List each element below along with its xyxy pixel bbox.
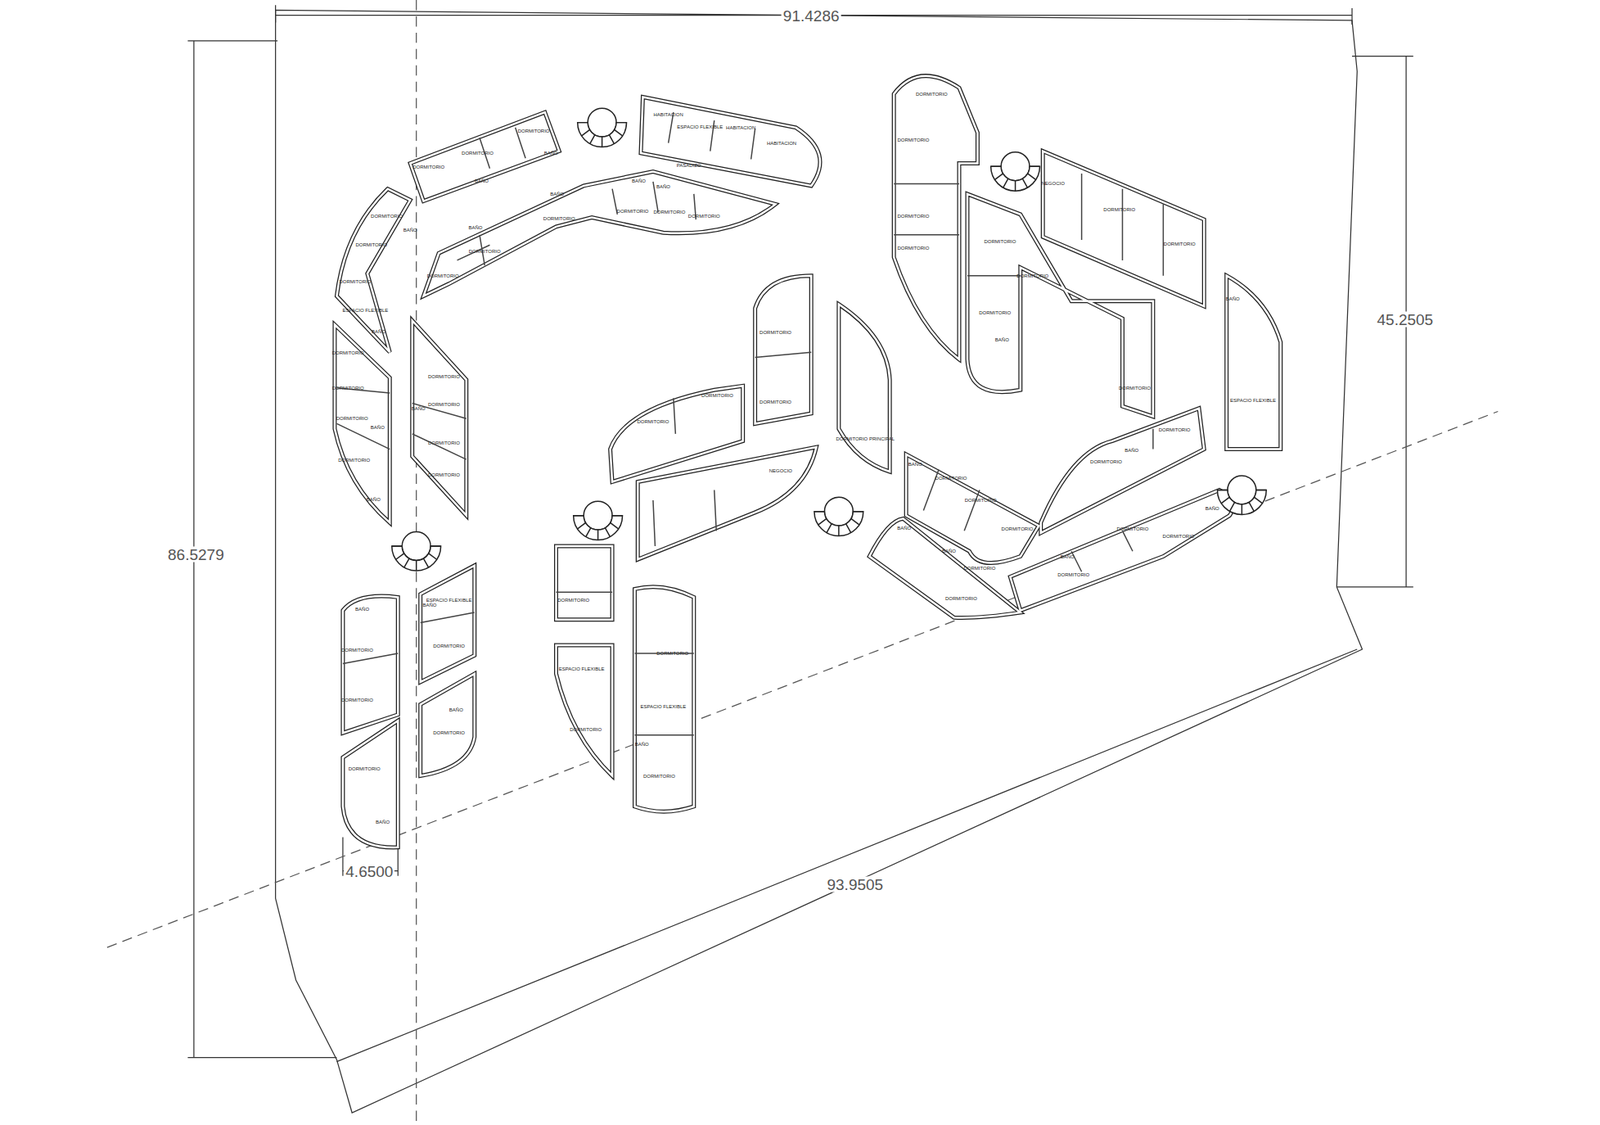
room-label: DORMITORIO xyxy=(428,440,460,446)
room-label: DORMITORIO xyxy=(1057,572,1090,577)
room-label: DORMITORIO xyxy=(428,472,460,478)
room-label: DORMITORIO xyxy=(468,248,501,254)
room-label: BAÑO xyxy=(474,178,489,184)
room-label: BAÑO xyxy=(631,178,646,184)
room-label: DORMITORIO xyxy=(1001,526,1034,532)
room-label: BAÑO xyxy=(355,606,370,612)
dimension-label: 45.2505 xyxy=(1375,311,1436,328)
dimension-label: 93.9505 xyxy=(824,875,885,892)
dimension-label: 86.5279 xyxy=(166,546,226,563)
room-label: BAÑO xyxy=(468,225,483,230)
room-label: BAÑO xyxy=(896,525,911,531)
room-label: BAÑO xyxy=(656,184,671,190)
room-label: DORMITORIO xyxy=(701,392,734,398)
room-label: DORMITORIO xyxy=(432,643,465,649)
room-label: DORMITORIO xyxy=(569,726,602,732)
dimension-label: 4.6500 xyxy=(343,862,395,879)
room-label: BAÑO xyxy=(370,424,385,430)
room-label: DORMITORIO xyxy=(428,374,460,379)
room-label: DORMITORIO xyxy=(978,310,1011,316)
room-label: DORMITORIO xyxy=(1117,526,1150,532)
room-label: BAÑO xyxy=(366,496,381,502)
room-label: DORMITORIO xyxy=(896,137,929,143)
room-label: ESPACIO FLEXIBLE xyxy=(1230,397,1276,403)
room-label: DORMITORIO xyxy=(759,399,792,405)
room-label: DORMITORIO xyxy=(336,415,369,421)
room-label: DORMITORIO xyxy=(432,730,465,735)
room-label: DORMITORIO xyxy=(1016,273,1049,279)
room-label: HABITACION xyxy=(766,140,797,146)
room-label: DORMITORIO xyxy=(1090,459,1123,465)
room-label: DORMITORIO xyxy=(518,128,550,134)
room-label: DORMITORIO xyxy=(1103,207,1136,212)
room-label: DORMITORIO xyxy=(896,245,929,251)
room-label: DORMITORIO xyxy=(945,595,978,601)
room-label: BAÑO xyxy=(403,227,418,233)
room-label: DORMITORIO xyxy=(341,647,374,653)
room-label: BAÑO xyxy=(908,461,923,467)
room-label: DORMITORIO xyxy=(370,213,403,219)
room-label: BAÑO xyxy=(1205,505,1220,511)
room-label: PASADIZO xyxy=(676,162,702,168)
room-label: DORMITORIO xyxy=(341,697,374,703)
room-label: BAÑO xyxy=(422,602,437,608)
room-label: BAÑO xyxy=(375,819,390,825)
room-label: DORMITORIO xyxy=(1118,385,1151,391)
room-label: DORMITORIO xyxy=(428,401,460,407)
room-label: ESPACIO FLEXIBLE xyxy=(426,597,473,603)
room-label: DORMITORIO PRINCIPAL xyxy=(835,436,895,442)
room-label: DORMITORIO xyxy=(1162,533,1195,539)
room-label: DORMITORIO xyxy=(427,273,460,279)
room-label: DORMITORIO xyxy=(543,216,576,221)
room-label: DORMITORIO xyxy=(964,497,997,503)
room-label: NEGOCIO xyxy=(1041,180,1065,186)
room-label: BAÑO xyxy=(1225,296,1240,302)
room-label: BAÑO xyxy=(371,329,386,334)
room-label: DORMITORIO xyxy=(896,213,929,219)
room-label: DORMITORIO xyxy=(643,773,676,779)
room-label: DORMITORIO xyxy=(1163,241,1196,247)
room-label: ESPACIO FLEXIBLE xyxy=(558,666,605,672)
dimension-label: 91.4286 xyxy=(781,7,842,23)
room-label: DORMITORIO xyxy=(637,419,670,424)
room-label: DORMITORIO xyxy=(617,208,650,214)
room-label: ESPACIO FLEXIBLE xyxy=(640,703,686,709)
room-label: DORMITORIO xyxy=(348,766,381,771)
room-label: DORMITORIO xyxy=(983,238,1016,244)
room-label: DORMITORIO xyxy=(935,475,968,481)
room-label: HABITACION xyxy=(653,112,684,118)
room-label: DORMITORIO xyxy=(461,150,494,156)
room-label: BAÑO xyxy=(411,405,426,411)
room-label: DORMITORIO xyxy=(915,91,948,97)
room-label: BAÑO xyxy=(1124,447,1139,453)
room-label: DORMITORIO xyxy=(332,350,365,356)
room-label: DORMITORIO xyxy=(338,279,371,284)
room-label: DORMITORIO xyxy=(332,385,365,391)
room-label: DORMITORIO xyxy=(653,209,686,215)
room-label: DORMITORIO xyxy=(412,164,445,170)
room-label: DORMITORIO xyxy=(656,650,689,656)
room-label: DORMITORIO xyxy=(355,242,388,248)
room-label: DORMITORIO xyxy=(759,329,792,335)
room-label: ESPACIO FLEXIBLE xyxy=(676,124,723,130)
room-label: DORMITORIO xyxy=(1158,427,1191,433)
room-label: HABITACION xyxy=(725,125,756,131)
room-label: NEGOCIO xyxy=(769,468,793,474)
room-label: DORMITORIO xyxy=(688,213,721,219)
room-label: BAÑO xyxy=(549,191,564,197)
room-label: BAÑO xyxy=(544,150,559,156)
room-label: BAÑO xyxy=(941,548,956,554)
room-label: BAÑO xyxy=(635,741,650,747)
room-label: DORMITORIO xyxy=(963,565,996,571)
room-label: BAÑO xyxy=(1060,554,1075,559)
room-label: DORMITORIO xyxy=(557,597,590,603)
room-label: BAÑO xyxy=(449,707,464,713)
room-label: BAÑO xyxy=(995,337,1010,343)
room-label: DORMITORIO xyxy=(338,457,370,463)
room-label: ESPACIO FLEXIBLE xyxy=(342,307,388,313)
